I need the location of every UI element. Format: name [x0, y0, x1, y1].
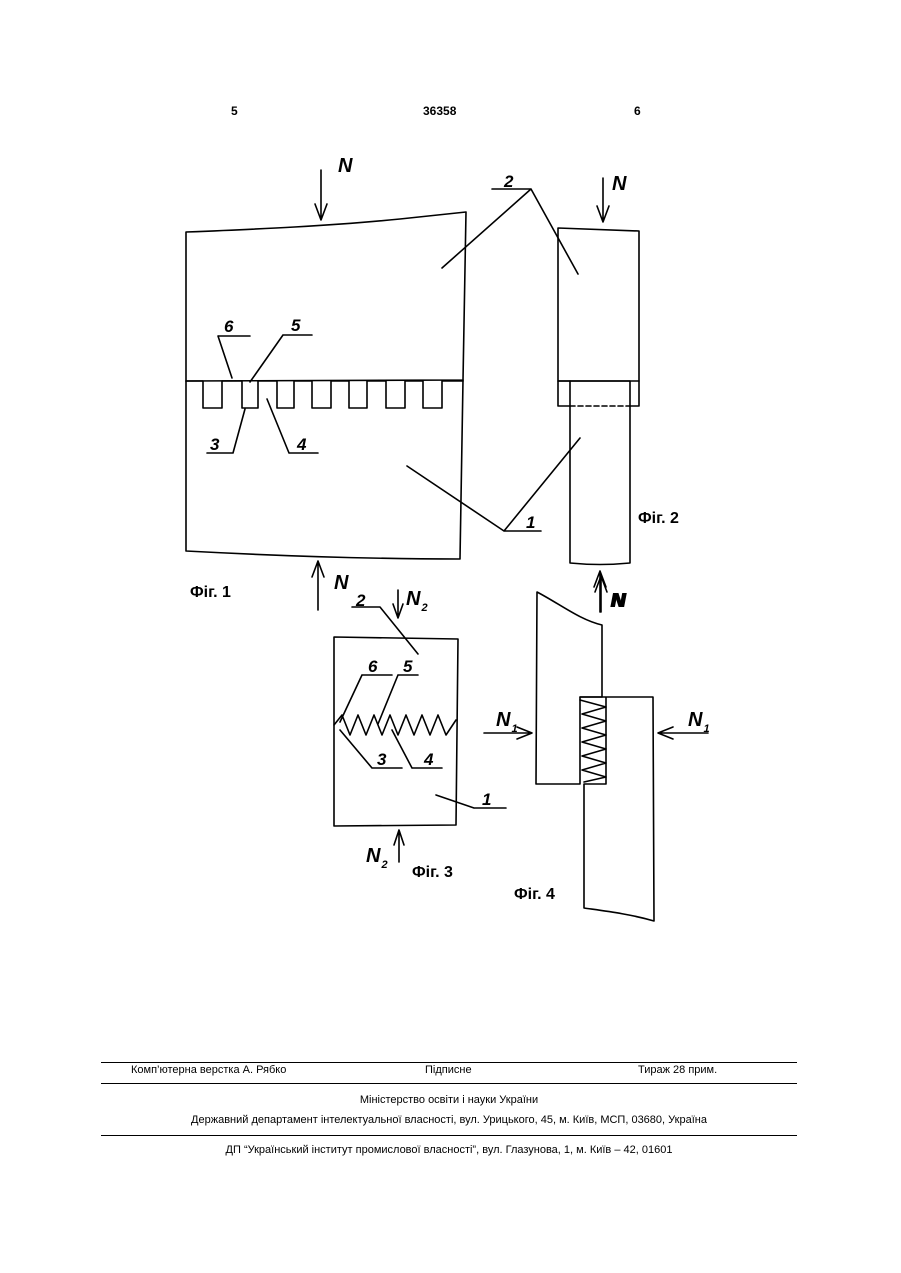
fig3-leader-4 — [392, 730, 442, 768]
fig3-leader-1 — [436, 795, 506, 808]
fig2-part1-block — [570, 381, 630, 565]
fig1-label-5: 5 — [291, 316, 301, 335]
fig1-joint-teeth — [186, 381, 463, 408]
fig3-sawtooth-joint — [334, 715, 456, 735]
fig2-caption: Фіг. 2 — [638, 510, 679, 527]
fig1-part2-block — [186, 212, 466, 381]
footer-rule-3 — [101, 1135, 797, 1136]
footer-department: Державний департамент інтелектуальної вл… — [101, 1114, 797, 1126]
fig1-part1-block — [186, 380, 463, 559]
fig3-drawing — [334, 590, 506, 862]
fig4-spring-joint — [580, 700, 606, 782]
fig2-drawing — [558, 178, 639, 612]
fig2-force-arrow-top — [597, 178, 609, 222]
fig4-upper-part — [536, 592, 602, 784]
fig1-leader-4 — [267, 399, 318, 453]
fig1-force-label-bottom: N — [334, 572, 349, 594]
fig3-leader-5 — [378, 675, 418, 724]
label-1-shared: 1 — [526, 513, 535, 532]
footer-circulation: Тираж 28 прим. — [638, 1064, 717, 1076]
fig4-caption: Фіг. 4 — [514, 886, 555, 903]
footer-institute: ДП “Український інститут промислової вла… — [101, 1144, 797, 1156]
fig1-force-arrow-top — [315, 170, 327, 220]
fig1-label-4: 4 — [296, 435, 307, 454]
fig1-label-3: 3 — [210, 435, 220, 454]
fig3-label-3: 3 — [377, 750, 387, 769]
patent-drawing: N N 6 5 3 4 2 1 Фіг. 1 N N Фіг. 2 N2 N2 … — [0, 0, 901, 1000]
fig3-label-4: 4 — [423, 750, 434, 769]
footer-ministry: Міністерство освіти і науки України — [101, 1094, 797, 1106]
fig1-force-arrow-bottom — [312, 561, 324, 610]
fig1-leader-5 — [250, 335, 312, 382]
fig3-force-arrow-bottom — [394, 830, 404, 862]
fig3-label-2: 2 — [355, 591, 366, 610]
fig1-drawing — [186, 170, 580, 610]
fig3-caption: Фіг. 3 — [412, 864, 453, 881]
fig4-drawing — [484, 576, 708, 921]
fig1-leader-1 — [407, 438, 580, 531]
fig1-caption: Фіг. 1 — [190, 584, 231, 601]
label-2-shared: 2 — [503, 172, 514, 191]
footer-rule-1 — [101, 1062, 797, 1063]
fig4-force-label-top: N — [612, 590, 627, 612]
fig1-force-label-top: N — [338, 155, 353, 177]
fig3-label-6: 6 — [368, 657, 378, 676]
fig3-leader-3 — [340, 730, 402, 768]
fig4-force-label-left: N1 — [496, 709, 518, 735]
fig2-part2-block — [558, 228, 639, 381]
fig3-force-arrow-top — [393, 590, 403, 618]
fig2-force-label-top: N — [612, 173, 627, 195]
footer-signed: Підписне — [425, 1064, 472, 1076]
fig3-leader-2 — [352, 607, 418, 654]
fig3-force-label-bottom: N2 — [366, 845, 388, 871]
footer-typesetting: Комп’ютерна верстка А. Рябко — [131, 1064, 286, 1076]
fig3-force-label-top: N2 — [406, 588, 428, 614]
fig1-leader-6 — [218, 336, 250, 378]
fig3-label-5: 5 — [403, 657, 413, 676]
fig1-label-6: 6 — [224, 317, 234, 336]
fig3-label-1: 1 — [482, 790, 491, 809]
fig4-force-label-right: N1 — [688, 709, 710, 735]
fig3-leader-6 — [340, 675, 392, 722]
footer-rule-2 — [101, 1083, 797, 1084]
